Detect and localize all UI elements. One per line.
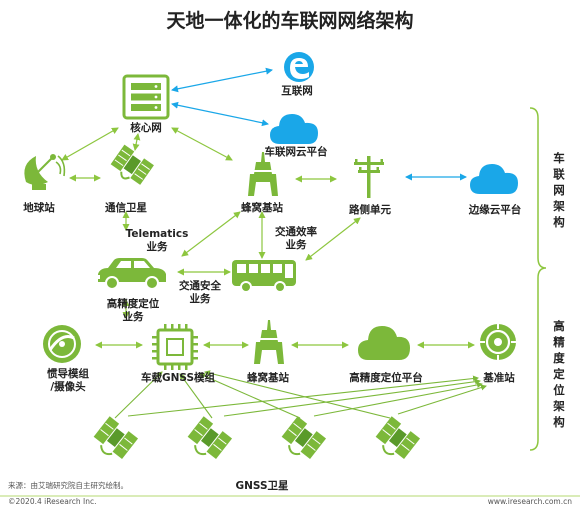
footer-source: 来源：由艾瑞研究院自主研究绘制。 [8, 481, 128, 490]
label-cloud-platform: 车联网云平台 [264, 146, 328, 158]
chip-icon [152, 324, 198, 370]
label-cell-station-bottom: 蜂窝基站 [247, 372, 289, 384]
cell-tower-icon [248, 152, 278, 196]
label-cell-station-top: 蜂窝基站 [241, 202, 283, 214]
label-core-network: 核心网 [130, 122, 162, 134]
side-label-iov-architecture: 车联网架构 [553, 151, 565, 229]
label-comm-satellite: 通信卫星 [105, 202, 147, 214]
label-roadside-unit: 路侧单元 [349, 204, 391, 216]
footer-website: www.iresearch.com.cn [487, 497, 572, 506]
edge-cloud-icon [470, 164, 518, 194]
target-icon [478, 322, 518, 362]
bus-icon [232, 260, 296, 293]
connectors-bottom [95, 299, 475, 349]
label-base-station: 基准站 [483, 372, 515, 384]
satellite-dish-icon [24, 154, 66, 190]
internet-icon [284, 52, 314, 82]
side-label-hd-architecture: 高精度定位架构 [553, 319, 565, 429]
label-gnss-satellite: GNSS卫星 [235, 480, 289, 492]
cloud-icon [270, 114, 318, 144]
label-hd-platform: 高精度定位平台 [349, 372, 423, 384]
connectors-top [61, 67, 467, 276]
label-inertial-module: 惯导模组 /摄像头 [47, 368, 89, 393]
server-icon [122, 74, 170, 120]
inertial-module-icon [43, 325, 81, 363]
label-internet: 互联网 [281, 85, 313, 97]
gnss-satellite-icon [93, 416, 421, 459]
footer-copyright: ©2020.4 iResearch Inc. [8, 497, 97, 506]
utility-pole-icon [354, 156, 384, 198]
label-edge-cloud: 边缘云平台 [468, 204, 522, 216]
diagram-title: 天地一体化的车联网网络架构 [166, 10, 414, 32]
brackets [529, 107, 547, 451]
label-earth-station: 地球站 [23, 202, 55, 214]
label-telematics: Telematics 业务 [125, 228, 189, 253]
car-icon [94, 258, 166, 290]
hd-platform-cloud-icon [358, 326, 410, 360]
comm-satellite-icon [110, 144, 154, 185]
label-traffic-safety: 交通安全 业务 [179, 280, 221, 305]
label-traffic-efficiency: 交通效率 业务 [275, 226, 317, 251]
gnss-signal-lines [114, 370, 487, 419]
label-gnss-module: 车载GNSS模组 [140, 372, 216, 384]
label-hd-positioning: 高精度定位 业务 [106, 298, 160, 323]
cell-tower-bottom-icon [254, 320, 284, 364]
